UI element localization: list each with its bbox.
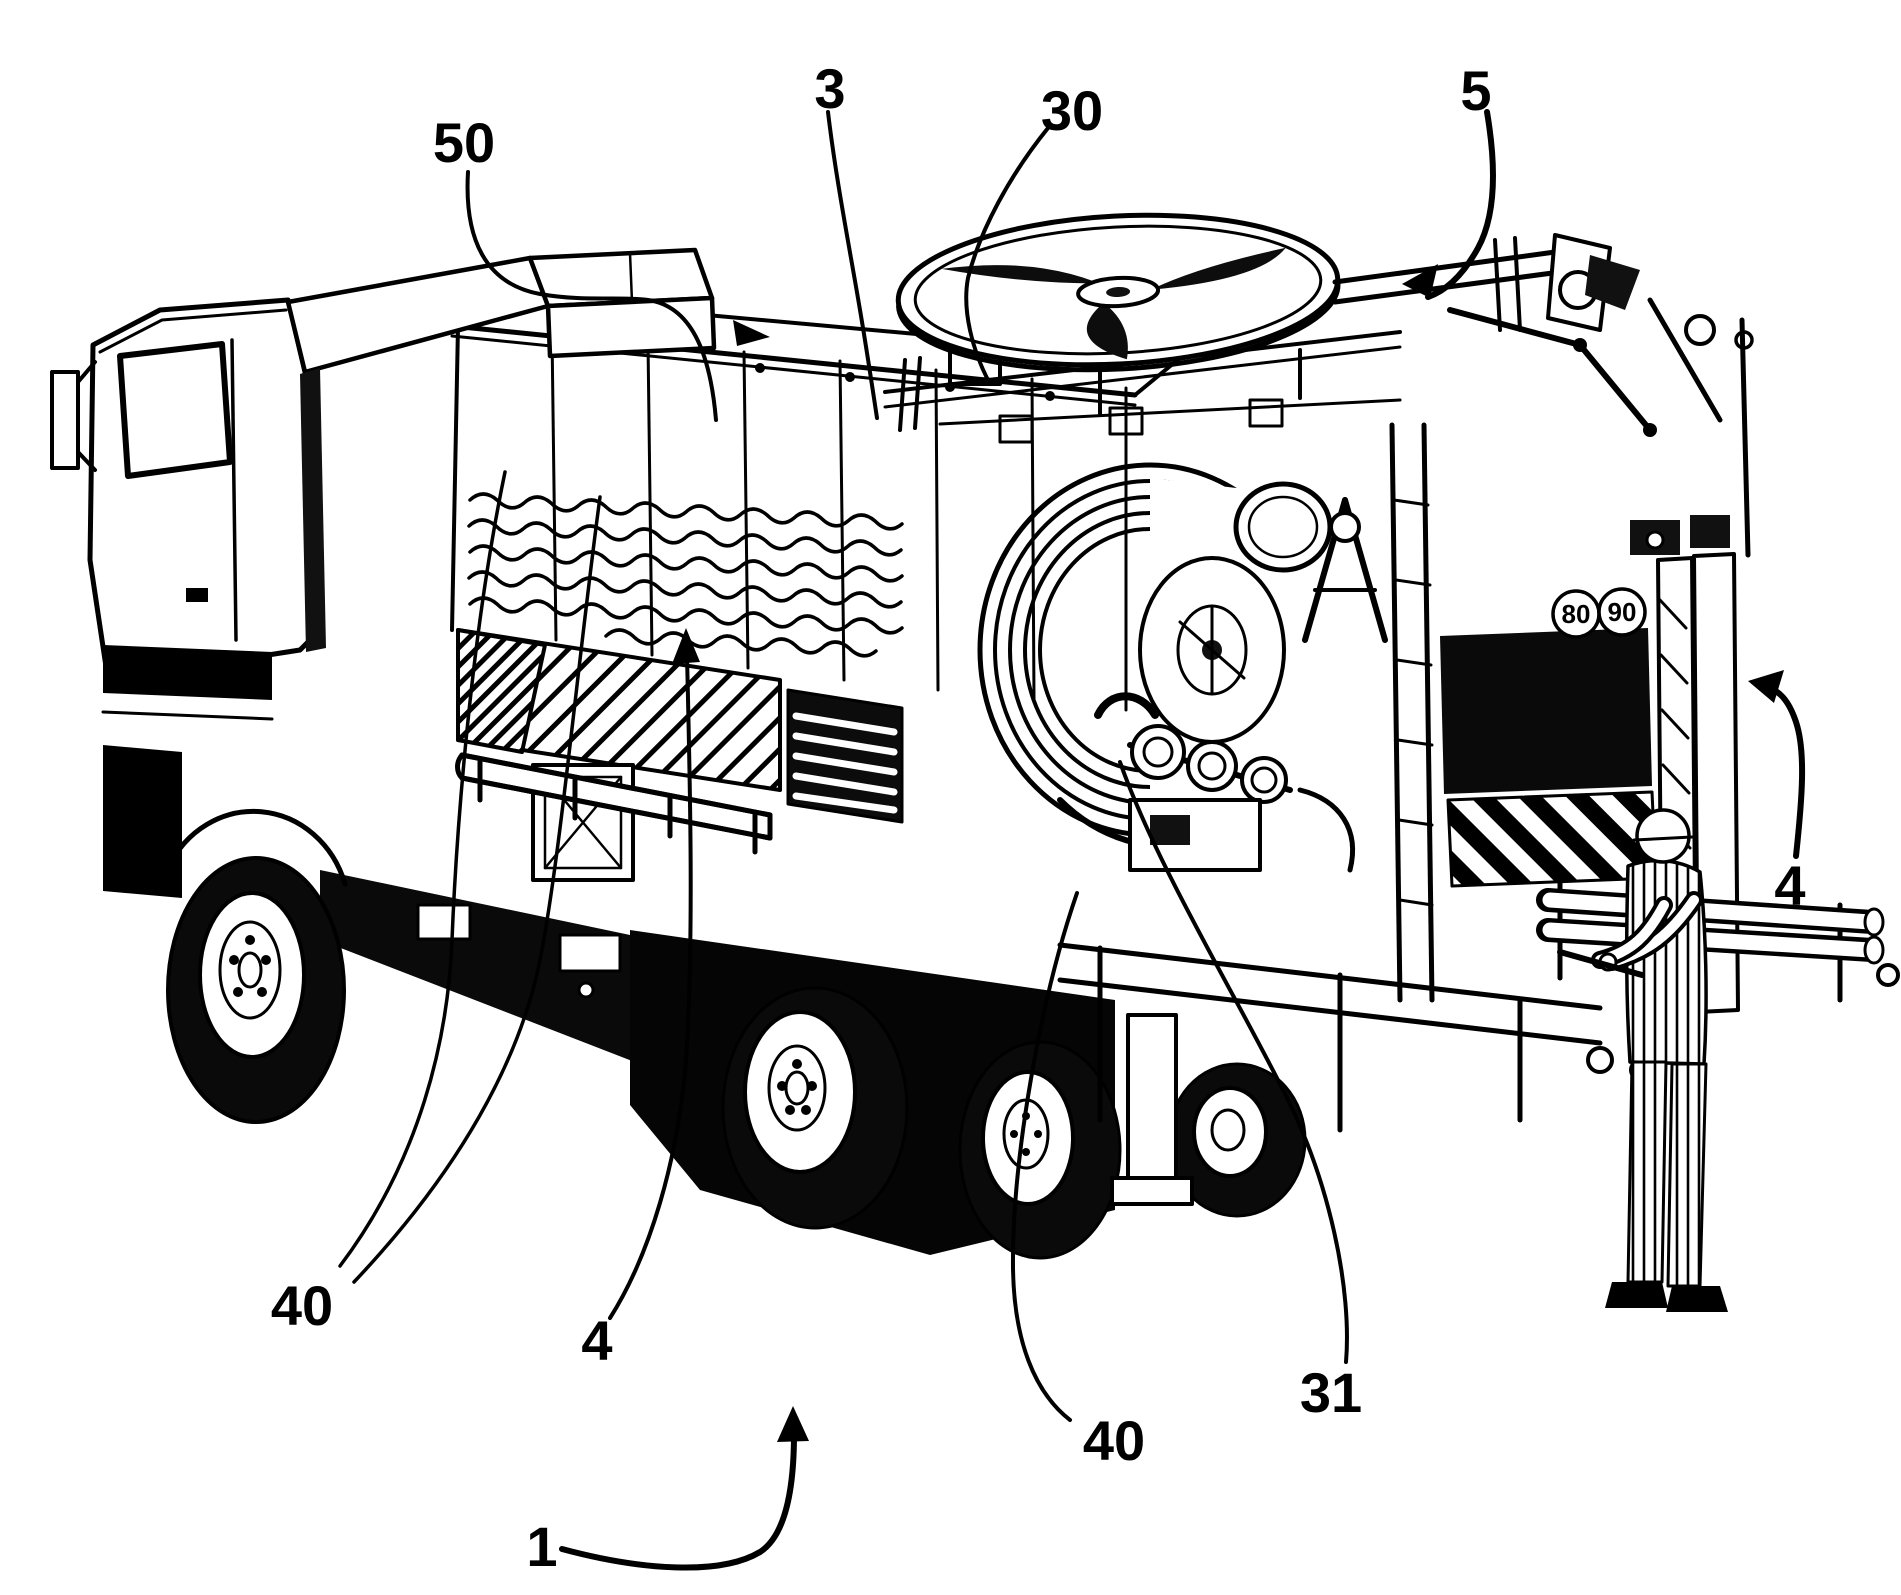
arrowhead-4-right — [1748, 670, 1784, 703]
leader-50 — [465, 170, 718, 422]
leader-40-left-a — [338, 470, 507, 1268]
leader-1 — [559, 1431, 797, 1571]
cab-side-window — [117, 341, 233, 479]
callout-50: 50 — [433, 111, 718, 422]
control-lever — [1557, 949, 1645, 978]
badge-80-text: 80 — [1562, 599, 1591, 629]
ref-label-1: 1 — [526, 1515, 557, 1578]
rear-black-panel — [1440, 628, 1652, 794]
callout-30: 30 — [964, 79, 1103, 386]
leader-4-right — [1765, 684, 1806, 859]
callout-4-right: 4 — [1748, 670, 1806, 917]
callout-40-lower: 40 — [1010, 891, 1145, 1472]
support-leg — [1126, 1013, 1178, 1182]
front-wheel — [165, 808, 348, 1124]
callout-3: 3 — [814, 57, 879, 420]
truck-drawing: 80 90 — [50, 212, 1900, 1312]
leader-30 — [964, 126, 1050, 386]
operator-figure — [1557, 808, 1728, 1312]
callout-4-lower: 4 — [581, 628, 700, 1372]
ref-label-50: 50 — [433, 111, 495, 174]
rear-hose-drum — [977, 422, 1435, 1003]
speed-badge-80: 80 — [1551, 589, 1601, 639]
operator-head — [1635, 808, 1691, 864]
arrowhead-1 — [777, 1406, 809, 1442]
tank-top-vent — [733, 320, 770, 346]
pump-unit — [1094, 692, 1356, 873]
operator-leg — [1626, 1060, 1668, 1284]
liquid-level-waves — [467, 492, 904, 658]
operator-boot — [1666, 1286, 1728, 1312]
ref-label-31: 31 — [1300, 1361, 1362, 1424]
storage-box-top — [527, 247, 717, 359]
rear-under-frame — [1057, 942, 1651, 1218]
boom-arm — [1332, 233, 1754, 558]
ref-label-40-lower: 40 — [1083, 1409, 1145, 1472]
rear-frame: 80 90 — [1440, 552, 1740, 1014]
suction-tube — [1536, 918, 1885, 965]
side-mirror — [50, 360, 97, 472]
leader-40-lower — [1010, 891, 1079, 1422]
callout-5: 5 — [1402, 59, 1496, 300]
roof-fairing — [285, 255, 551, 375]
ref-label-4-right: 4 — [1774, 854, 1805, 917]
speed-badge-90: 90 — [1597, 587, 1647, 637]
rear-wheels — [630, 930, 1122, 1260]
operator-leg — [1666, 1062, 1708, 1288]
leader-40-left-b — [352, 495, 602, 1284]
callouts: 50 3 30 5 4 40 4 — [271, 57, 1806, 1578]
badge-90-text: 90 — [1608, 597, 1637, 627]
top-hose-reel — [895, 212, 1341, 373]
callout-1: 1 — [526, 1406, 809, 1578]
suction-tube — [1536, 888, 1885, 937]
drum-a-frame — [1302, 497, 1388, 643]
warning-chevron-panel — [1446, 790, 1658, 888]
side-hatch-band — [456, 628, 782, 792]
ref-label-5: 5 — [1460, 59, 1491, 122]
leader-31 — [1118, 760, 1349, 1364]
callout-40-left: 40 — [271, 470, 602, 1337]
suction-tube-rack — [1536, 877, 1900, 1003]
arrowhead-5 — [1402, 264, 1438, 298]
arrowhead-4-lower — [672, 628, 700, 664]
callout-31: 31 — [1118, 760, 1362, 1424]
operator-boot — [1605, 1282, 1668, 1308]
leader-3 — [826, 110, 879, 420]
leader-5 — [1425, 109, 1496, 300]
ref-label-4-lower: 4 — [581, 1309, 612, 1372]
leader-4-lower — [608, 654, 693, 1320]
ref-label-30: 30 — [1041, 79, 1103, 142]
ref-label-40-left: 40 — [271, 1274, 333, 1337]
louver-vent-panel — [786, 688, 904, 824]
ref-label-3: 3 — [814, 57, 845, 120]
cab — [87, 255, 551, 898]
